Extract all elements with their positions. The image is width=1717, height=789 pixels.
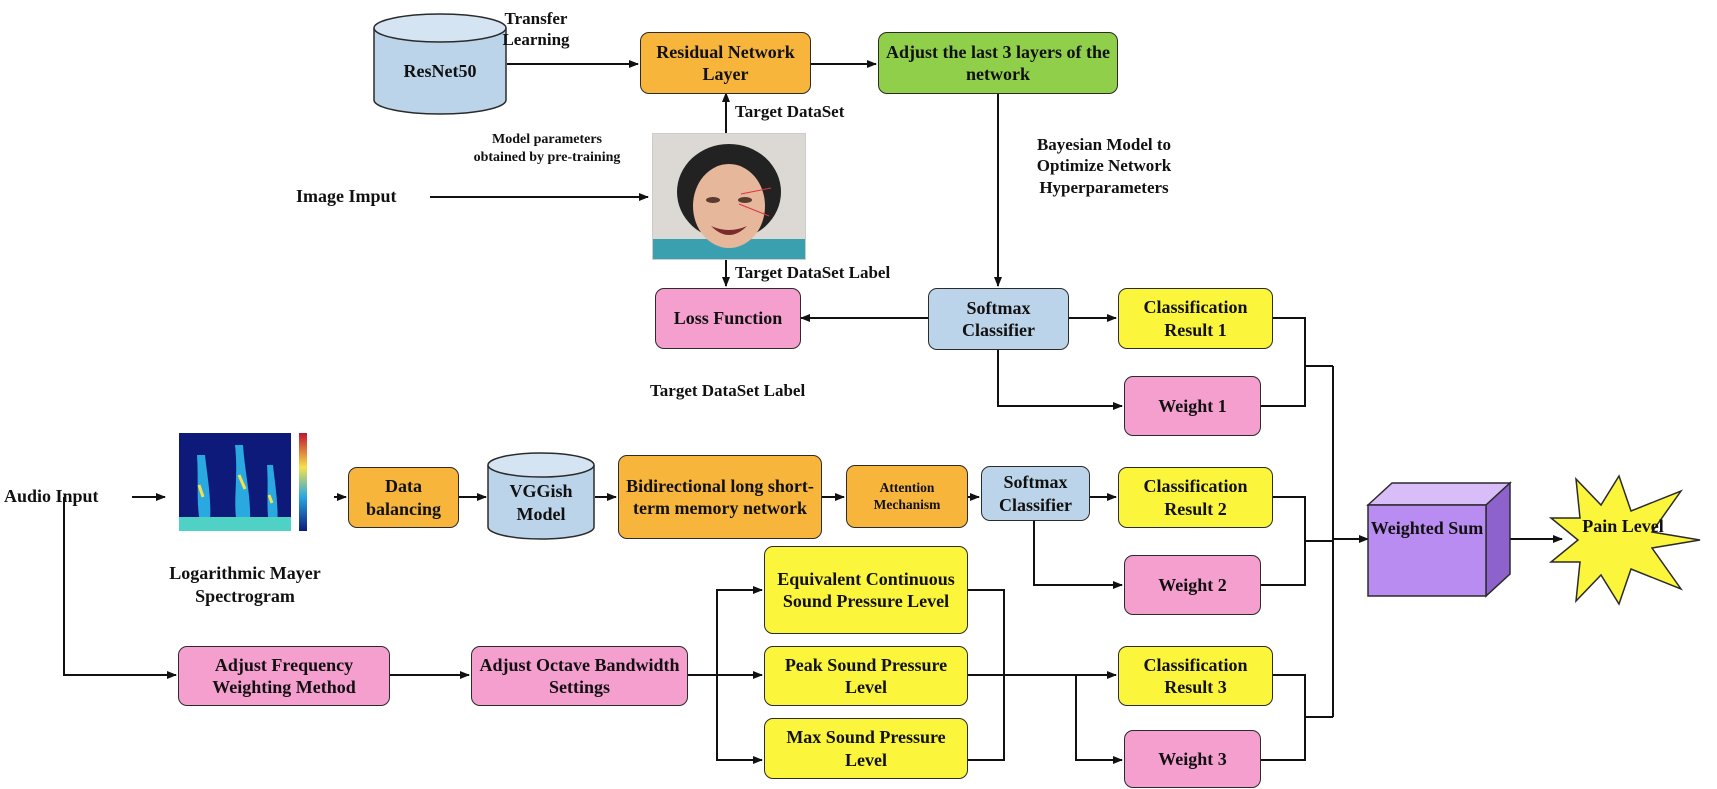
adjust-octave-bandwidth-box: Adjust Octave Bandwidth Settings (471, 646, 688, 706)
target-dataset-label-top: Target DataSet Label (735, 263, 891, 282)
classification-result-3-box: Classification Result 3 (1118, 646, 1273, 706)
equivalent-spl-box: Equivalent Continuous Sound Pressure Lev… (764, 546, 968, 634)
weight-1-box: Weight 1 (1124, 376, 1261, 436)
resnet50-label: ResNet50 (403, 61, 477, 81)
peak-spl-box: Peak Sound Pressure Level (764, 646, 968, 706)
vggish-label: VGGish Model (509, 481, 573, 524)
classification-result-1-box: Classification Result 1 (1118, 288, 1273, 349)
weighted-sum-cube (1366, 481, 1512, 598)
model-parameters-label: Model parameters obtained by pre-trainin… (473, 132, 621, 165)
attention-mechanism-box: Attention Mechanism (846, 465, 968, 528)
target-dataset-label: Target DataSet (735, 102, 845, 121)
face-image-thumbnail (652, 133, 806, 260)
adjust-frequency-weighting-box: Adjust Frequency Weighting Method (178, 646, 390, 706)
spectrogram-image (169, 425, 329, 545)
image-input-label: Image Imput (296, 186, 397, 206)
residual-network-layer-box: Residual Network Layer (640, 32, 811, 94)
pain-level-label: Pain Level (1582, 516, 1664, 536)
target-dataset-label-middle: Target DataSet Label (650, 381, 806, 400)
audio-input-label: Audio Input (4, 486, 99, 506)
softmax-classifier-2-box: Softmax Classifier (981, 466, 1090, 521)
spectrogram-label: Logarithmic Mayer Spectrogram (169, 563, 321, 606)
weight-2-box: Weight 2 (1124, 555, 1261, 615)
bilstm-box: Bidirectional long short-term memory net… (618, 455, 822, 539)
transfer-learning-label: Transfer Learning (502, 9, 570, 50)
weighted-sum-label: Weighted Sum (1370, 518, 1484, 538)
vggish-cylinder (487, 452, 595, 540)
max-spl-box: Max Sound Pressure Level (764, 718, 968, 779)
softmax-classifier-1-box: Softmax Classifier (928, 288, 1069, 350)
bayesian-optimization-label: Bayesian Model to Optimize Network Hyper… (1036, 135, 1172, 197)
classification-result-2-box: Classification Result 2 (1118, 467, 1273, 528)
resnet50-cylinder (373, 13, 507, 115)
pain-level-star (1548, 474, 1701, 606)
data-balancing-box: Data balancing (348, 467, 459, 528)
loss-function-box: Loss Function (655, 288, 801, 349)
adjust-last-layers-box: Adjust the last 3 layers of the network (878, 32, 1118, 94)
weight-3-box: Weight 3 (1124, 730, 1261, 788)
